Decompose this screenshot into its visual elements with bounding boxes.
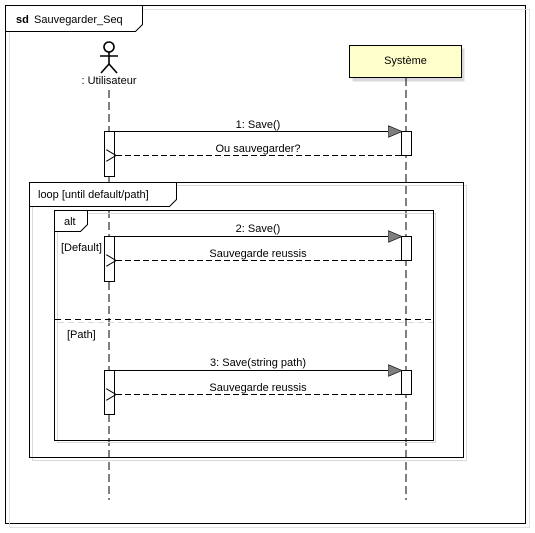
activation-utilisateur-2 — [104, 236, 115, 282]
loop-label: loop [until default/path] — [38, 189, 149, 201]
message-3: 3: Save(string path) — [115, 357, 401, 371]
activation-systeme-1 — [401, 131, 412, 156]
alt-guard-default: [Default] — [61, 242, 102, 254]
actor-utilisateur: : Utilisateur — [81, 41, 137, 87]
message-1: 1: Save() — [115, 119, 401, 132]
alt-label: alt — [64, 216, 76, 228]
actor-stick-figure-icon — [100, 41, 118, 74]
message-label: 1: Save() — [236, 119, 281, 131]
message-2: 2: Save() — [115, 223, 401, 237]
loop-fragment: loop [until default/path] — [29, 182, 467, 461]
return-message-1: Ou sauvegarder? — [115, 143, 401, 156]
alt-fragment: alt [Default] [Path] — [54, 210, 436, 443]
activation-systeme-3 — [401, 370, 412, 395]
return-message-2: Sauvegarde reussis — [115, 248, 401, 261]
activation-utilisateur-3 — [104, 370, 115, 415]
alt-guard-path: [Path] — [67, 329, 96, 341]
lifeline-head-systeme: Système — [349, 45, 465, 82]
message-label: 2: Save() — [236, 223, 281, 235]
actor-name: : Utilisateur — [81, 75, 136, 87]
message-label: Ou sauvegarder? — [216, 143, 301, 155]
message-label: Sauvegarde reussis — [209, 382, 307, 394]
activation-systeme-2 — [401, 236, 412, 261]
return-message-3: Sauvegarde reussis — [115, 382, 401, 395]
frame-name: Sauvegarder_Seq — [34, 14, 123, 26]
system-name: Système — [384, 55, 427, 67]
frame-keyword: sd — [16, 14, 29, 26]
diagram-frame: sd Sauvegarder_Seq — [5, 5, 530, 528]
message-label: Sauvegarde reussis — [209, 248, 307, 260]
message-label: 3: Save(string path) — [210, 357, 306, 369]
activation-utilisateur-1 — [104, 131, 115, 177]
